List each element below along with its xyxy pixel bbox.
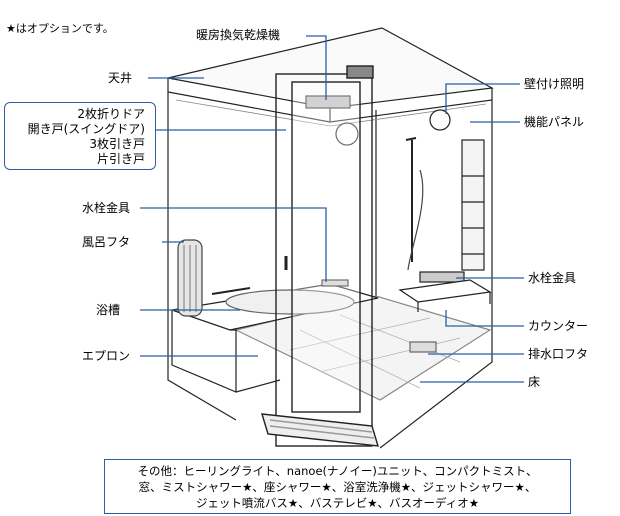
label-floor: 床 [528, 375, 541, 389]
unit-outline [167, 27, 494, 449]
label-bath-lid: 風呂フタ [82, 235, 131, 249]
label-ceiling: 天井 [108, 71, 133, 85]
label-bathtub: 浴槽 [96, 303, 121, 317]
door-type-2-fold: 2枚折りドア [77, 107, 145, 121]
label-faucet-right: 水栓金具 [528, 271, 577, 285]
label-wall-light: 壁付け照明 [524, 77, 585, 91]
label-heating-ventilation-dryer: 暖房換気乾燥機 [196, 28, 281, 42]
label-function-panel: 機能パネル [524, 115, 585, 129]
other-options-line: その他：ヒーリングライト、nanoe(ナノイー)ユニット、コンパクトミスト、 [137, 464, 538, 478]
door-type-swing: 開き戸(スイングドア) [27, 122, 145, 136]
label-apron: エプロン [82, 349, 131, 363]
leader-lines [140, 35, 524, 383]
door-types-box: 2枚折りドア 開き戸(スイングドア) 3枚引き戸 片引き戸 [4, 102, 156, 170]
door-type-3-sliding: 3枚引き戸 [89, 137, 145, 151]
door-frame [261, 65, 379, 447]
other-options-line: 窓、ミストシャワー★、座シャワー★、浴室洗浄機★、ジェットシャワー★、 [138, 480, 537, 494]
label-faucet-left: 水栓金具 [82, 201, 131, 215]
other-options-line: ジェット噴流バス★、バステレビ★、バスオーディオ★ [195, 496, 480, 510]
door-type-single-sliding: 片引き戸 [96, 152, 145, 166]
option-note: ★はオプションです。 [6, 22, 114, 35]
label-drain-lid: 排水口フタ [528, 347, 589, 361]
other-options-box: その他：ヒーリングライト、nanoe(ナノイー)ユニット、コンパクトミスト、 窓… [104, 459, 571, 514]
label-counter: カウンター [528, 319, 589, 333]
